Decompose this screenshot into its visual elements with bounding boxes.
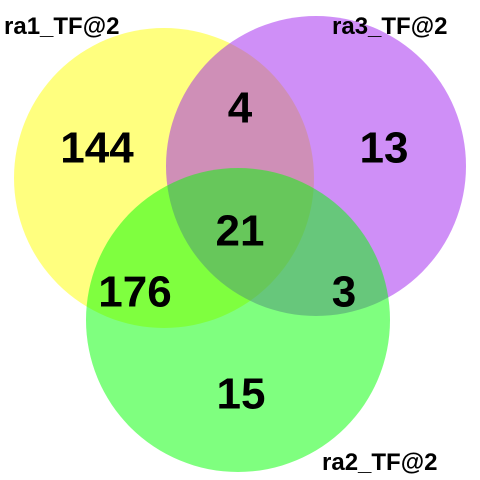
count-ra1-only: 144 [60,124,134,173]
set-label-ra3: ra3_TF@2 [332,13,447,40]
count-ra1-ra2: 176 [98,268,171,317]
count-ra2-only: 15 [217,370,266,419]
set-label-ra1: ra1_TF@2 [4,13,119,40]
count-ra3-only: 13 [360,124,409,173]
set-label-ra2: ra2_TF@2 [322,449,437,476]
venn-circle-ra2 [86,168,390,472]
count-all-three: 21 [216,207,265,256]
count-ra1-ra3: 4 [228,84,253,133]
count-ra3-ra2: 3 [332,268,356,317]
